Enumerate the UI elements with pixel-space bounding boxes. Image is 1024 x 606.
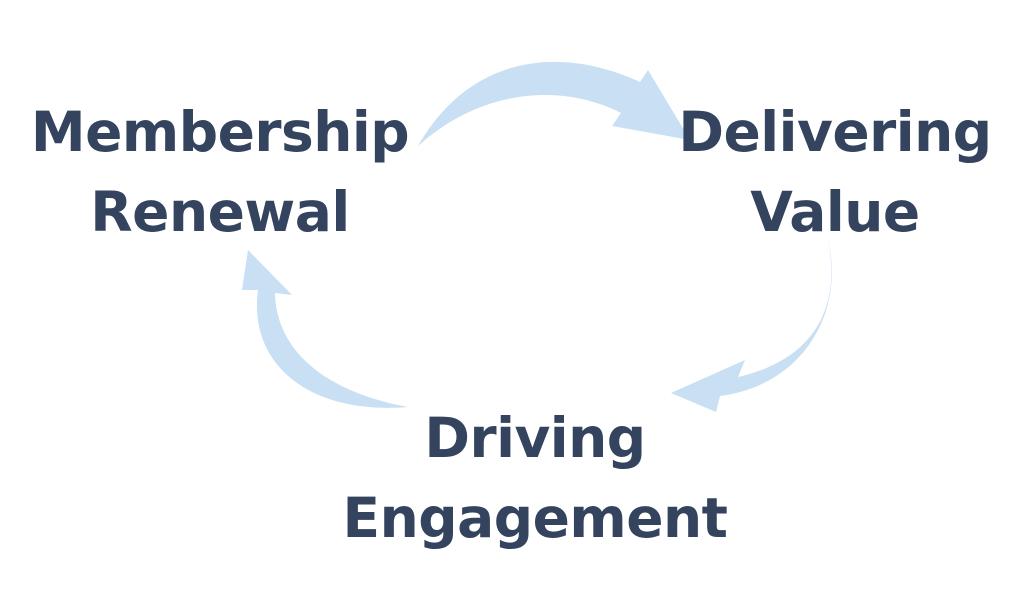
node-driving-line1: Driving <box>424 406 646 470</box>
node-membership-line2: Renewal <box>90 180 350 244</box>
node-driving-line2: Engagement <box>342 486 728 550</box>
node-delivering-line2: Value <box>750 180 920 244</box>
arrow-renewal-to-value <box>418 61 690 146</box>
node-membership-renewal: Membership Renewal <box>30 92 410 252</box>
node-delivering-line1: Delivering <box>678 100 992 164</box>
node-delivering-value: Delivering Value <box>675 92 995 252</box>
arrow-engagement-to-renewal <box>242 250 408 408</box>
arrow-value-to-engagement <box>671 240 832 412</box>
node-membership-line1: Membership <box>30 100 410 164</box>
node-driving-engagement: Driving Engagement <box>340 398 730 558</box>
